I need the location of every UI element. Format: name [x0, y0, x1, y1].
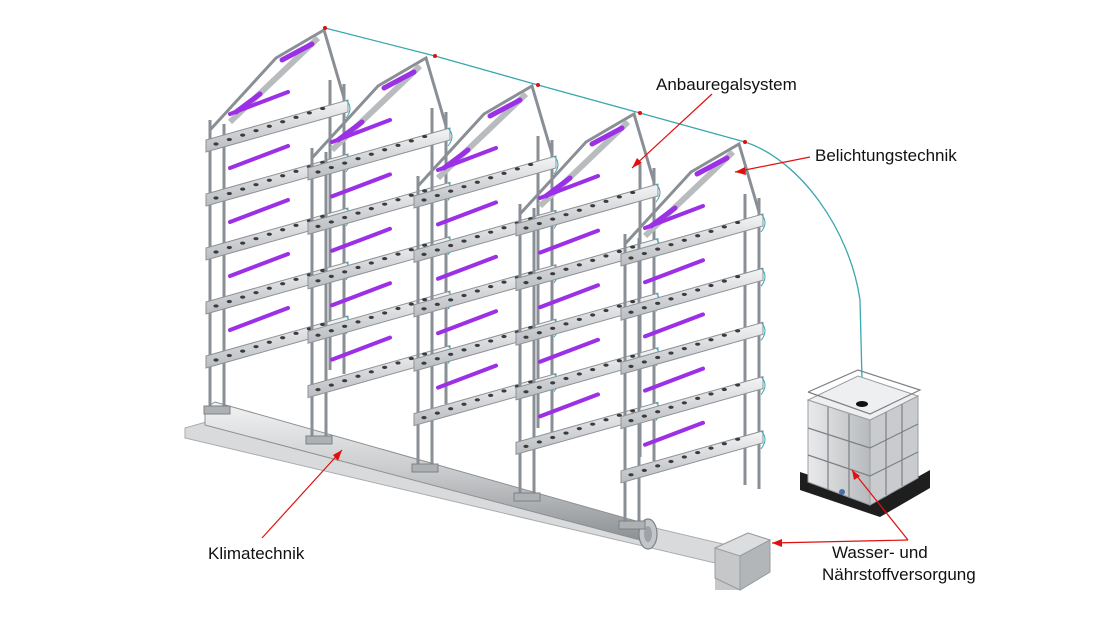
led-bar: [436, 200, 498, 227]
led-bar: [643, 312, 705, 339]
label-wasser-line1: Wasser- und: [832, 543, 928, 562]
led-bar: [436, 254, 498, 281]
rack-4: [513, 111, 661, 502]
tray: [620, 430, 764, 484]
label-belichtungstechnik: Belichtungstechnik: [815, 146, 957, 165]
tray: [307, 127, 451, 181]
tray: [620, 321, 764, 376]
led-bar: [643, 258, 705, 285]
label-klimatechnik: Klimatechnik: [208, 544, 305, 563]
tray: [515, 183, 659, 237]
led-bar: [228, 198, 290, 224]
led-bar: [330, 226, 392, 253]
hose-clips: [323, 26, 747, 144]
label-anbauregalsystem: Anbauregalsystem: [656, 75, 797, 94]
connector-box: [713, 532, 772, 591]
led-bar: [643, 366, 705, 393]
ibc-tank: [800, 369, 930, 517]
led-bar: [228, 144, 290, 170]
tray: [413, 155, 557, 209]
led-bar: [436, 309, 498, 336]
tray: [620, 213, 764, 267]
pointer-lines: [261, 93, 909, 544]
label-wasser-naehrstoff: Wasser- und Nährstoffversorgung: [822, 542, 976, 586]
rack-5: [618, 141, 766, 530]
led-bar: [330, 172, 392, 199]
tray: [205, 99, 349, 153]
supply-hose: [324, 27, 863, 381]
led-bar: [538, 337, 600, 364]
pointer-heads: [333, 158, 860, 547]
led-bar: [538, 392, 600, 419]
led-bar: [538, 283, 600, 310]
led-bar: [538, 228, 600, 255]
led-bar: [436, 363, 498, 390]
led-bar: [228, 306, 290, 332]
tray: [620, 375, 764, 430]
led-bar: [643, 420, 705, 447]
led-bar: [330, 281, 392, 308]
led-bar: [228, 252, 290, 278]
led-bar: [330, 335, 392, 362]
rack-system: [203, 27, 766, 530]
label-wasser-line2: Nährstoffversorgung: [822, 565, 976, 584]
tray: [620, 267, 764, 321]
